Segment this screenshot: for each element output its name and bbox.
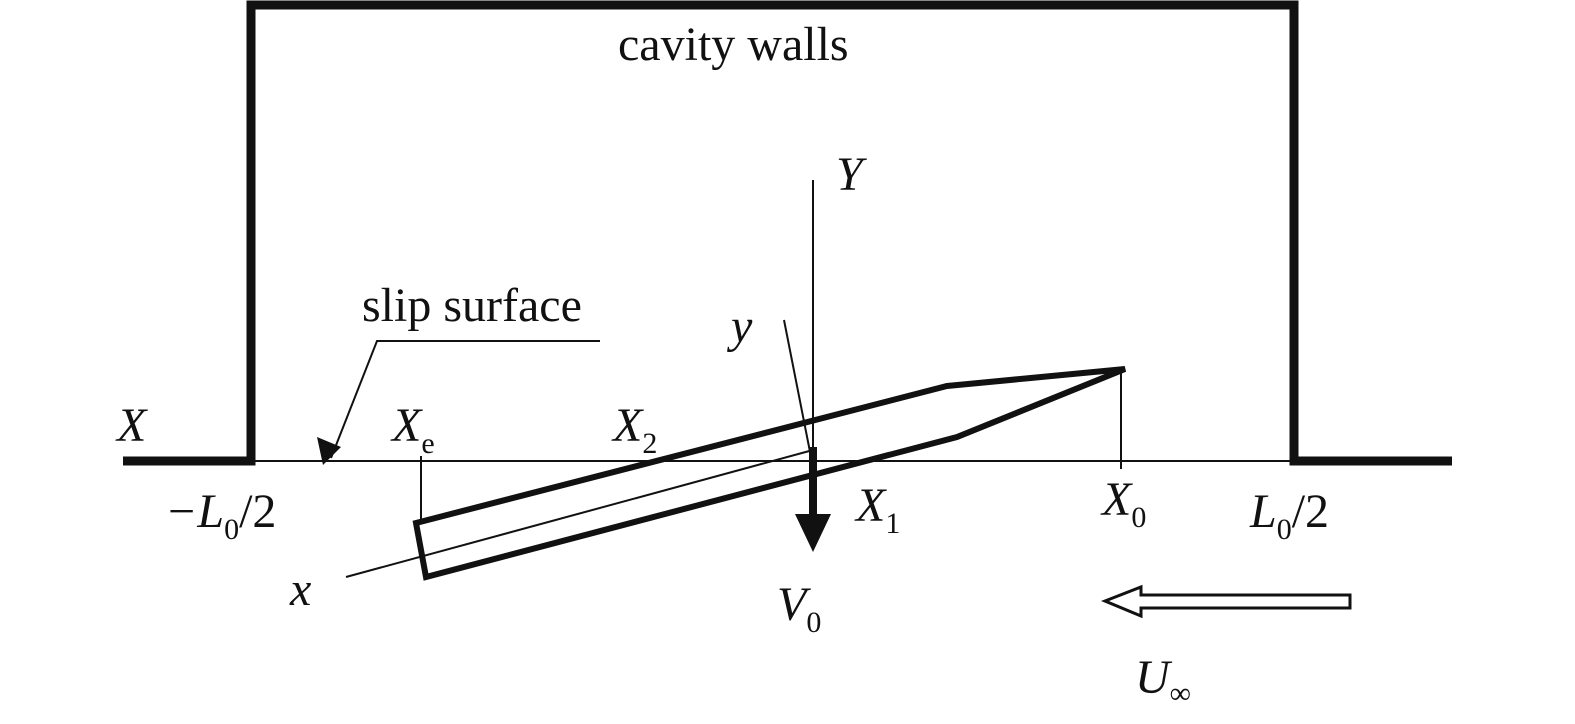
axis-y-global-label: Y xyxy=(836,148,867,201)
cavity-walls-label: cavity walls xyxy=(618,18,849,71)
v0-velocity-arrow xyxy=(795,447,831,552)
xe-label: Xe xyxy=(390,399,435,460)
u-infinity-label: U∞ xyxy=(1135,651,1191,710)
slip-surface-pointer xyxy=(317,340,600,465)
x2-label: X2 xyxy=(611,399,657,460)
right-end-label: L0/2 xyxy=(1249,485,1329,546)
projectile-body xyxy=(412,366,1127,581)
x1-label: X1 xyxy=(854,479,900,540)
body-x-axis-line xyxy=(345,449,814,578)
axis-x-global-label: X xyxy=(115,399,148,452)
left-end-label: −L0/2 xyxy=(165,485,276,546)
v0-label: V0 xyxy=(777,578,821,639)
freestream-arrow xyxy=(1100,584,1352,619)
x0-label: X0 xyxy=(1100,473,1146,534)
axis-x-body-label: x xyxy=(289,563,311,616)
cavity-walls xyxy=(123,0,1452,466)
body-y-axis-line xyxy=(783,319,813,463)
slip-surface-label: slip surface xyxy=(362,279,582,332)
axis-y-body-label: y xyxy=(726,300,753,353)
